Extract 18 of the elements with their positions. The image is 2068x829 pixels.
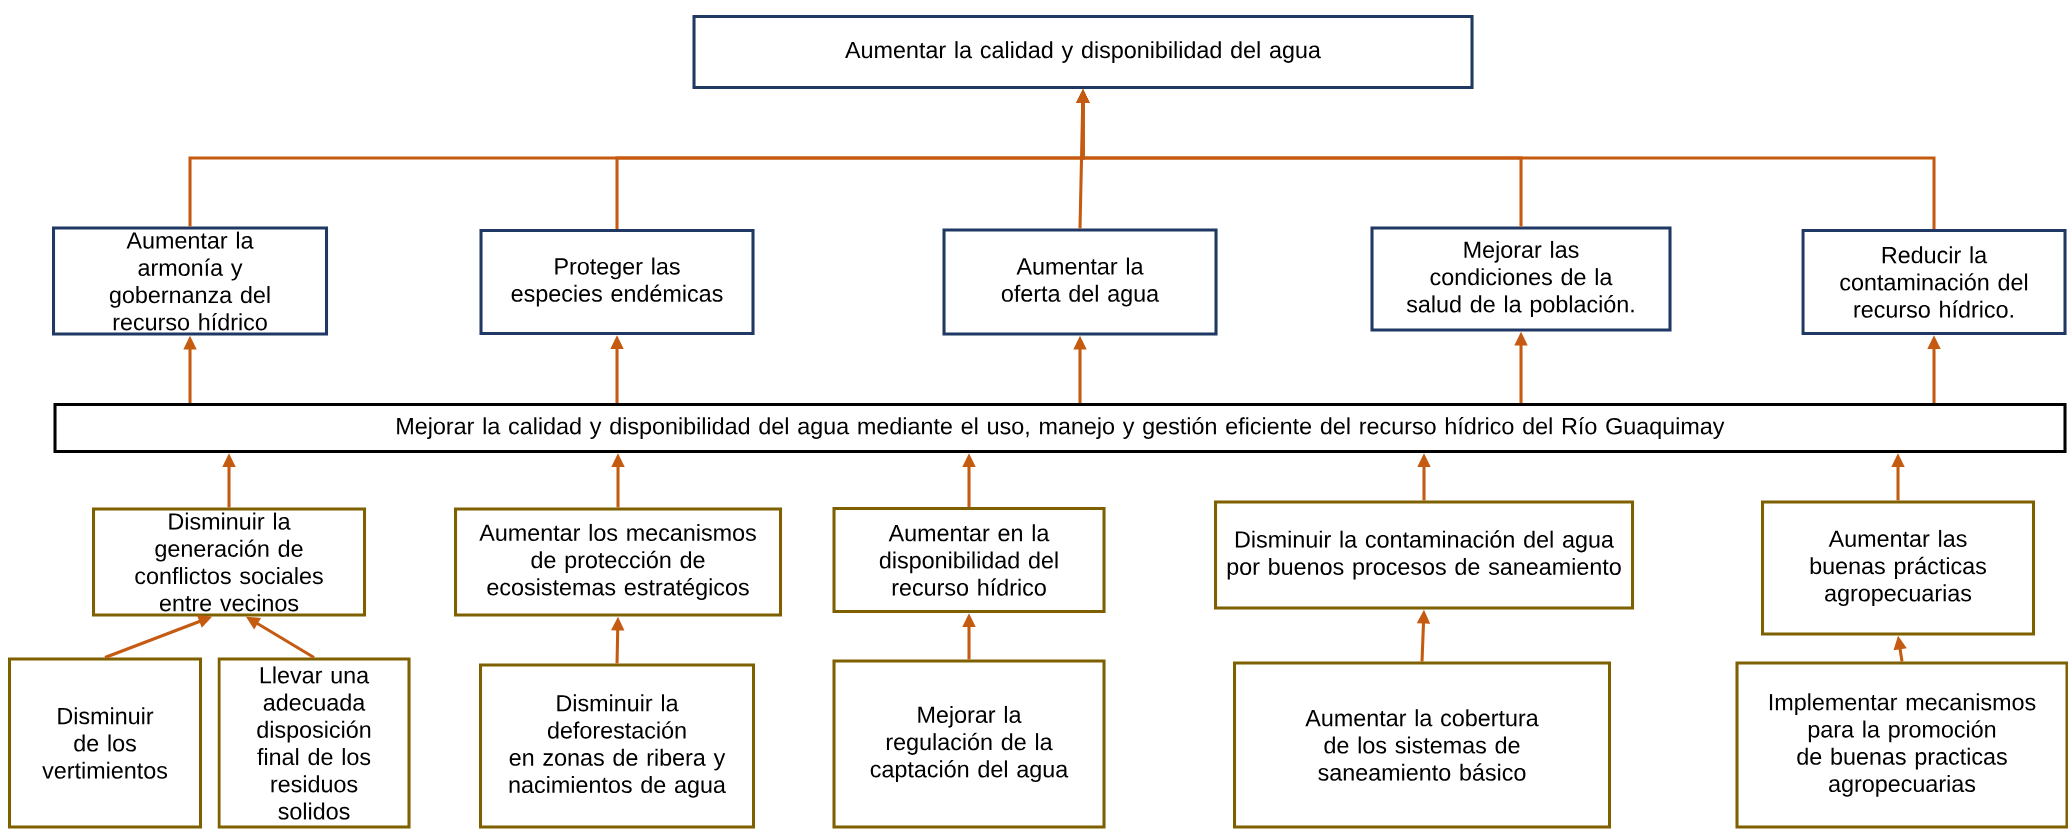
- activity-box: Aumentar la cobertura de los sistemas de saneamiento básico: [1233, 661, 1612, 829]
- component-box: Aumentar en la disponibilidad del recurso hídrico: [832, 507, 1106, 614]
- objective-box: Aumentar la armonía y gobernanza del recurso hídrico: [52, 226, 329, 336]
- goal-box: Aumentar la calidad y disponibilidad del agua: [692, 15, 1474, 90]
- component-box: Disminuir la contaminación del agua por buenos procesos de saneamiento: [1214, 500, 1635, 610]
- activity-box: Implementar mecanismos para la promoción de buenas practicas agropecuarias: [1735, 661, 2068, 829]
- purpose-band: Mejorar la calidad y disponibilidad del agua mediante el uso, manejo y gestión eficiente del recurso hídrico del Río Guaquimay: [53, 403, 2067, 454]
- objective-box: Aumentar la oferta del agua: [942, 228, 1218, 336]
- objective-box: Reducir la contaminación del recurso hídrico.: [1801, 229, 2067, 336]
- objective-box: Mejorar las condiciones de la salud de la población.: [1370, 226, 1672, 332]
- component-box: Aumentar las buenas prácticas agropecuarias: [1761, 500, 2036, 636]
- component-box: Aumentar los mecanismos de protección de ecosistemas estratégicos: [454, 507, 783, 617]
- activity-box: Disminuir la deforestación en zonas de ribera y nacimientos de agua: [479, 663, 756, 829]
- activity-box: Disminuir de los vertimientos: [7, 657, 203, 829]
- component-box: Disminuir la generación de conflictos sociales entre vecinos: [92, 507, 367, 617]
- activity-box: Mejorar la regulación de la captación del agua: [832, 659, 1106, 829]
- activity-box: Llevar una adecuada disposición final de los residuos solidos: [217, 657, 411, 829]
- objective-box: Proteger las especies endémicas: [479, 229, 755, 336]
